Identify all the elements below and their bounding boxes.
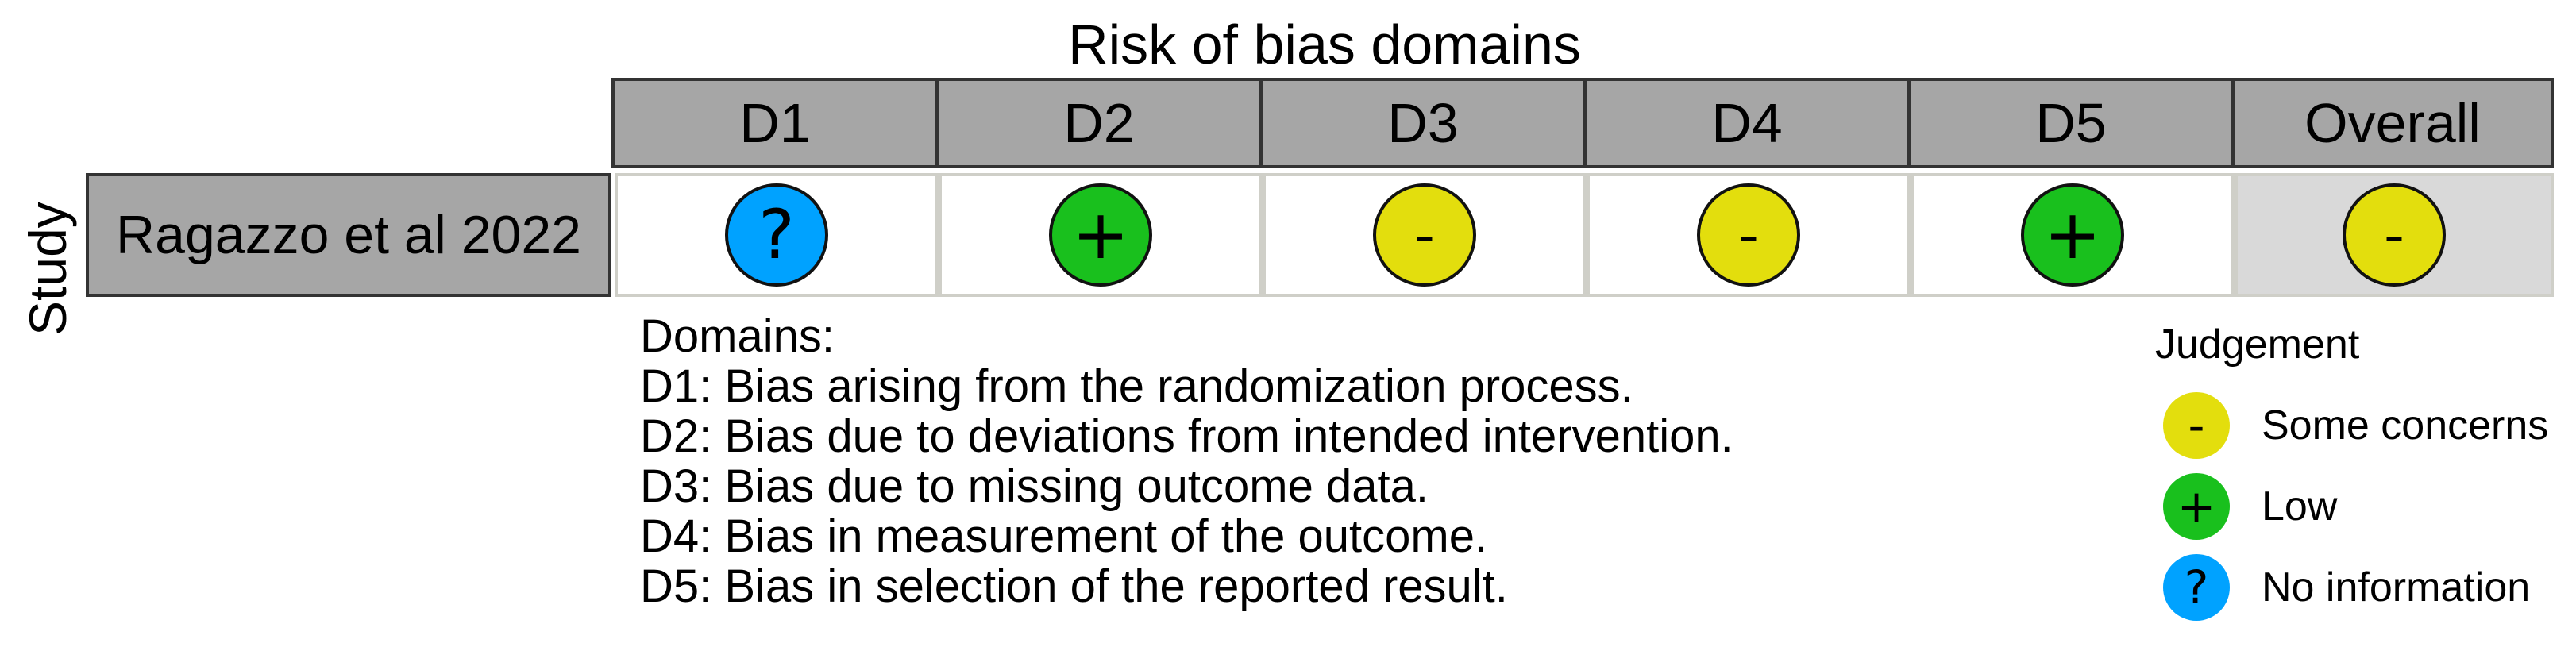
column-header-d3: D3 <box>1259 78 1587 168</box>
legend-item-no-information: ? No information <box>2163 554 2530 621</box>
no-information-icon: ? <box>2163 554 2230 621</box>
legend-item-some-concerns: - Some concerns <box>2163 392 2548 459</box>
column-header-d1: D1 <box>611 78 939 168</box>
study-name-cell: Ragazzo et al 2022 <box>86 173 611 297</box>
column-header-d5: D5 <box>1907 78 2235 168</box>
judgement-cell-d5: + <box>1911 173 2235 297</box>
judgement-cell-overall: - <box>2235 173 2554 297</box>
legend-label: Some concerns <box>2262 402 2549 449</box>
domain-description-d2: D2: Bias due to deviations from intended… <box>640 410 1733 462</box>
judgement-cell-d3: - <box>1263 173 1587 297</box>
judgement-legend-title: Judgement <box>2155 322 2360 368</box>
low-risk-icon: + <box>2163 473 2230 540</box>
judgement-cell-d1: ? <box>615 173 939 297</box>
low-risk-icon: + <box>2021 183 2124 287</box>
some-concerns-icon: - <box>2163 392 2230 459</box>
some-concerns-icon: - <box>1697 183 1800 287</box>
domain-description-d3: D3: Bias due to missing outcome data. <box>640 460 1429 512</box>
domain-description-d5: D5: Bias in selection of the reported re… <box>640 560 1508 612</box>
low-risk-icon: + <box>1049 183 1152 287</box>
legend-item-low: + Low <box>2163 473 2337 540</box>
no-information-icon: ? <box>725 183 828 287</box>
some-concerns-icon: - <box>2343 183 2446 287</box>
some-concerns-icon: - <box>1373 183 1476 287</box>
judgement-cell-d2: + <box>939 173 1263 297</box>
study-axis-label: Study <box>18 202 77 336</box>
column-header-d4: D4 <box>1583 78 1911 168</box>
domains-legend: Domains: D1: Bias arising from the rando… <box>640 311 1733 611</box>
column-header-d2: D2 <box>935 78 1263 168</box>
legend-label: Low <box>2262 483 2338 530</box>
domain-description-d4: D4: Bias in measurement of the outcome. <box>640 510 1488 562</box>
domains-heading: Domains: <box>640 310 835 362</box>
column-header-overall: Overall <box>2231 78 2554 168</box>
legend-label: No information <box>2262 564 2531 610</box>
domain-description-d1: D1: Bias arising from the randomization … <box>640 360 1633 412</box>
figure-title: Risk of bias domains <box>1068 13 1581 75</box>
judgement-cell-d4: - <box>1587 173 1911 297</box>
